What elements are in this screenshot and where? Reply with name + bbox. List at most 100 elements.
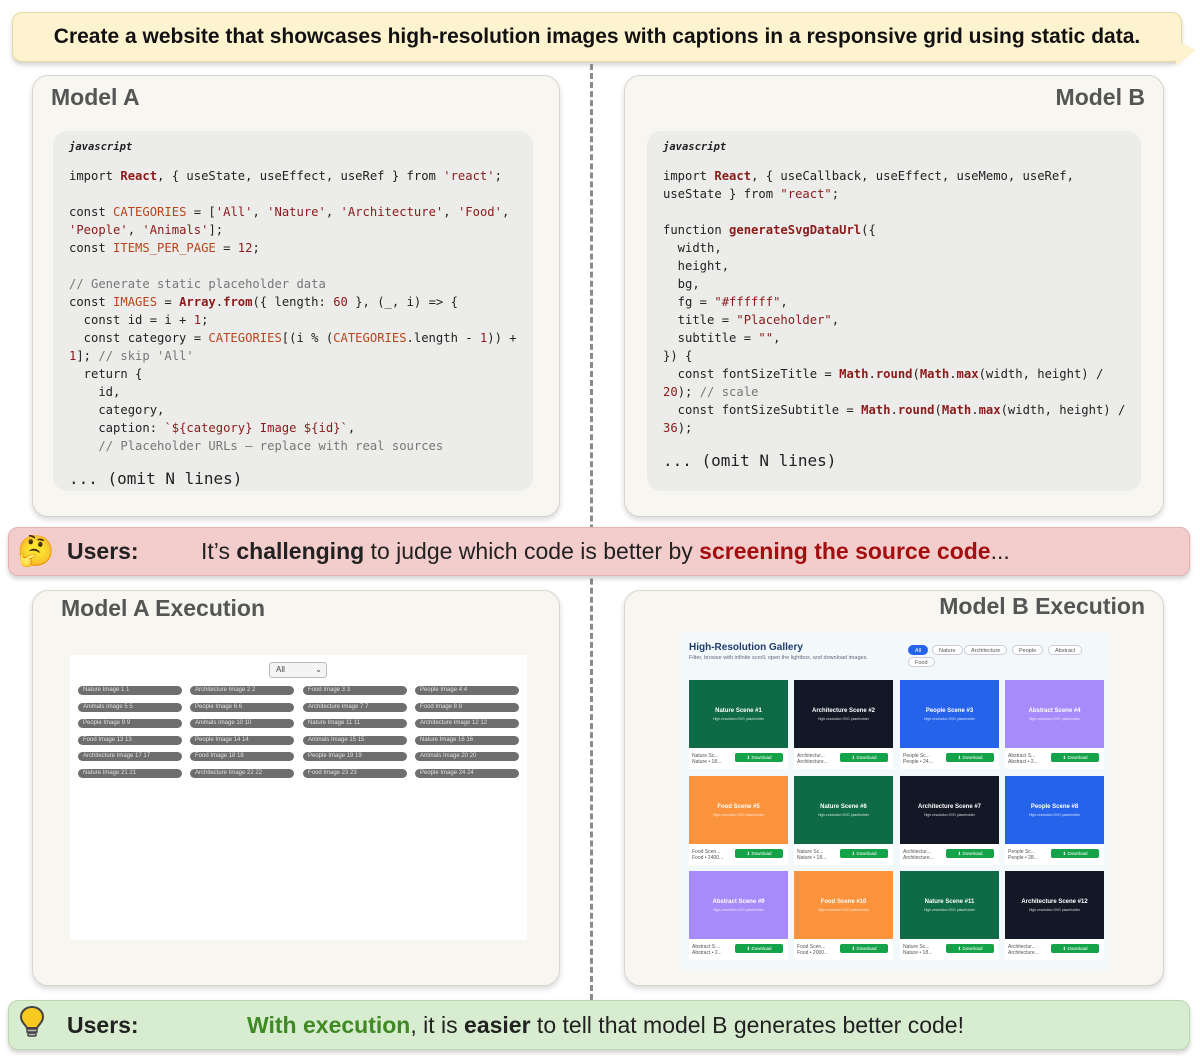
- gallery-image[interactable]: Abstract Scene #9 High-resolution SVG pla…: [689, 871, 788, 939]
- gallery-card[interactable]: Abstract Scene #4 High-resolution SVG pla…: [1005, 680, 1104, 769]
- gallery-image-subtitle: High-resolution SVG placeholder: [1029, 907, 1080, 912]
- lightbulb-svg: [19, 1005, 45, 1037]
- gallery-image-title: Architecture Scene #7: [917, 803, 982, 810]
- caption-meta: Nature • 18...: [903, 950, 933, 956]
- gallery-image-title: People Scene #3: [925, 707, 974, 714]
- lightbulb-icon: [19, 1005, 51, 1045]
- download-button[interactable]: ⬇ Download: [946, 944, 994, 953]
- image-item[interactable]: Nature Image 21 21: [78, 769, 182, 778]
- image-item[interactable]: Architecture Image 17 17: [78, 752, 182, 762]
- banner-bottom-g1: With execution: [247, 1011, 411, 1038]
- image-item[interactable]: Nature Image 1 1: [78, 686, 182, 695]
- gallery-image[interactable]: Architecture Scene #7 High-resolution SVG…: [900, 776, 999, 844]
- filter-chip[interactable]: All: [908, 645, 929, 655]
- gallery-image-subtitle: High-resolution SVG placeholder: [713, 907, 764, 912]
- gallery-card[interactable]: Abstract Scene #9 High-resolution SVG pla…: [689, 871, 788, 960]
- gallery-image-title: Abstract Scene #4: [1028, 707, 1081, 714]
- users-banner-execution: Users: With execution, it is easier to t…: [8, 1000, 1190, 1050]
- image-item[interactable]: Architecture Image 7 7: [303, 702, 407, 712]
- filter-chip[interactable]: Abstract: [1048, 645, 1083, 655]
- image-item[interactable]: Nature Image 16 16: [415, 735, 519, 745]
- image-item[interactable]: Architecture Image 12 12: [415, 719, 519, 729]
- download-button[interactable]: ⬇ Download: [735, 849, 783, 858]
- download-button[interactable]: ⬇ Download: [840, 849, 888, 858]
- image-item[interactable]: Food Image 13 13: [78, 735, 182, 745]
- image-item[interactable]: Animals Image 20 20: [415, 752, 519, 762]
- filter-chip[interactable]: People: [1012, 645, 1044, 655]
- image-item[interactable]: People Image 4 4: [415, 686, 519, 695]
- gallery-image-title: Food Scene #10: [820, 898, 867, 905]
- download-button[interactable]: ⬇ Download: [840, 944, 888, 953]
- image-item[interactable]: People Image 19 19: [303, 752, 407, 762]
- caption-meta: Architecture...: [1008, 950, 1039, 956]
- download-button[interactable]: ⬇ Download: [735, 753, 783, 762]
- download-button[interactable]: ⬇ Download: [840, 753, 888, 762]
- model-a-lang: javascript: [69, 141, 133, 153]
- download-button[interactable]: ⬇ Download: [735, 944, 783, 953]
- model-b-panel: Model B javascript import React, { useCa…: [624, 75, 1164, 517]
- model-b-code-lines: import React, { useCallback, useEffect, …: [663, 169, 1126, 435]
- thinking-face-icon: 🤔: [17, 535, 55, 568]
- image-item[interactable]: Architecture Image 2 2: [190, 686, 294, 695]
- download-button[interactable]: ⬇ Download: [946, 849, 994, 858]
- image-item[interactable]: Food Image 8 8: [415, 702, 519, 712]
- filter-chip[interactable]: Food: [908, 657, 935, 667]
- caption-meta: Architecture...: [797, 759, 828, 765]
- gallery-image-title: Abstract Scene #9: [712, 898, 765, 905]
- caption-meta: People • 28...: [1008, 855, 1038, 861]
- image-item[interactable]: Animals Image 15 15: [303, 735, 407, 745]
- image-item[interactable]: Nature Image 11 11: [303, 719, 407, 729]
- download-button[interactable]: ⬇ Download: [1051, 753, 1099, 762]
- download-button[interactable]: ⬇ Download: [946, 753, 994, 762]
- caption-title: Architectur...: [1008, 944, 1036, 950]
- image-item[interactable]: Animals Image 5 5: [78, 702, 182, 712]
- image-item[interactable]: Food Image 18 18: [190, 752, 294, 762]
- gallery-image-subtitle: High-resolution SVG placeholder: [924, 812, 975, 817]
- download-button[interactable]: ⬇ Download: [1051, 849, 1099, 858]
- gallery-image-subtitle: High-resolution SVG placeholder: [1029, 716, 1080, 721]
- image-item[interactable]: People Image 6 6: [190, 702, 294, 712]
- image-item[interactable]: Food Image 23 23: [303, 769, 407, 778]
- users-label-bottom: Users:: [67, 1011, 139, 1038]
- image-item[interactable]: People Image 14 14: [190, 735, 294, 745]
- image-item[interactable]: Animals Image 10 10: [190, 719, 294, 729]
- category-select[interactable]: All ⌄: [269, 662, 327, 678]
- gallery-card[interactable]: Architecture Scene #7 High-resolution SVG…: [900, 776, 999, 865]
- gallery-image[interactable]: Abstract Scene #4 High-resolution SVG pla…: [1005, 680, 1104, 748]
- caption-meta: Architecture...: [903, 855, 934, 861]
- image-item[interactable]: People Image 9 9: [78, 719, 182, 729]
- caption-title: People Sc...: [1008, 849, 1035, 855]
- image-item[interactable]: Food Image 3 3: [303, 686, 407, 695]
- caption-title: Abstract S...: [692, 944, 720, 950]
- gallery-image-title: Architecture Scene #12: [1021, 898, 1088, 905]
- caption-title: Architectur...: [797, 753, 825, 759]
- gallery-caption: Abstract S...Abstract • 2...: [1008, 753, 1038, 765]
- image-item[interactable]: People Image 24 24: [415, 769, 519, 778]
- filter-chip[interactable]: Nature: [932, 645, 963, 655]
- download-button[interactable]: ⬇ Download: [1051, 944, 1099, 953]
- model-a-omit: ... (omit N lines): [69, 469, 243, 488]
- gallery-caption: People Sc...People • 24...: [903, 753, 933, 765]
- image-item[interactable]: Architecture Image 22 22: [190, 769, 294, 778]
- gallery-caption: Nature Sc...Nature • 18...: [692, 753, 721, 765]
- filter-chip[interactable]: Architecture: [964, 645, 1008, 655]
- caption-title: Food Scen...: [797, 944, 826, 950]
